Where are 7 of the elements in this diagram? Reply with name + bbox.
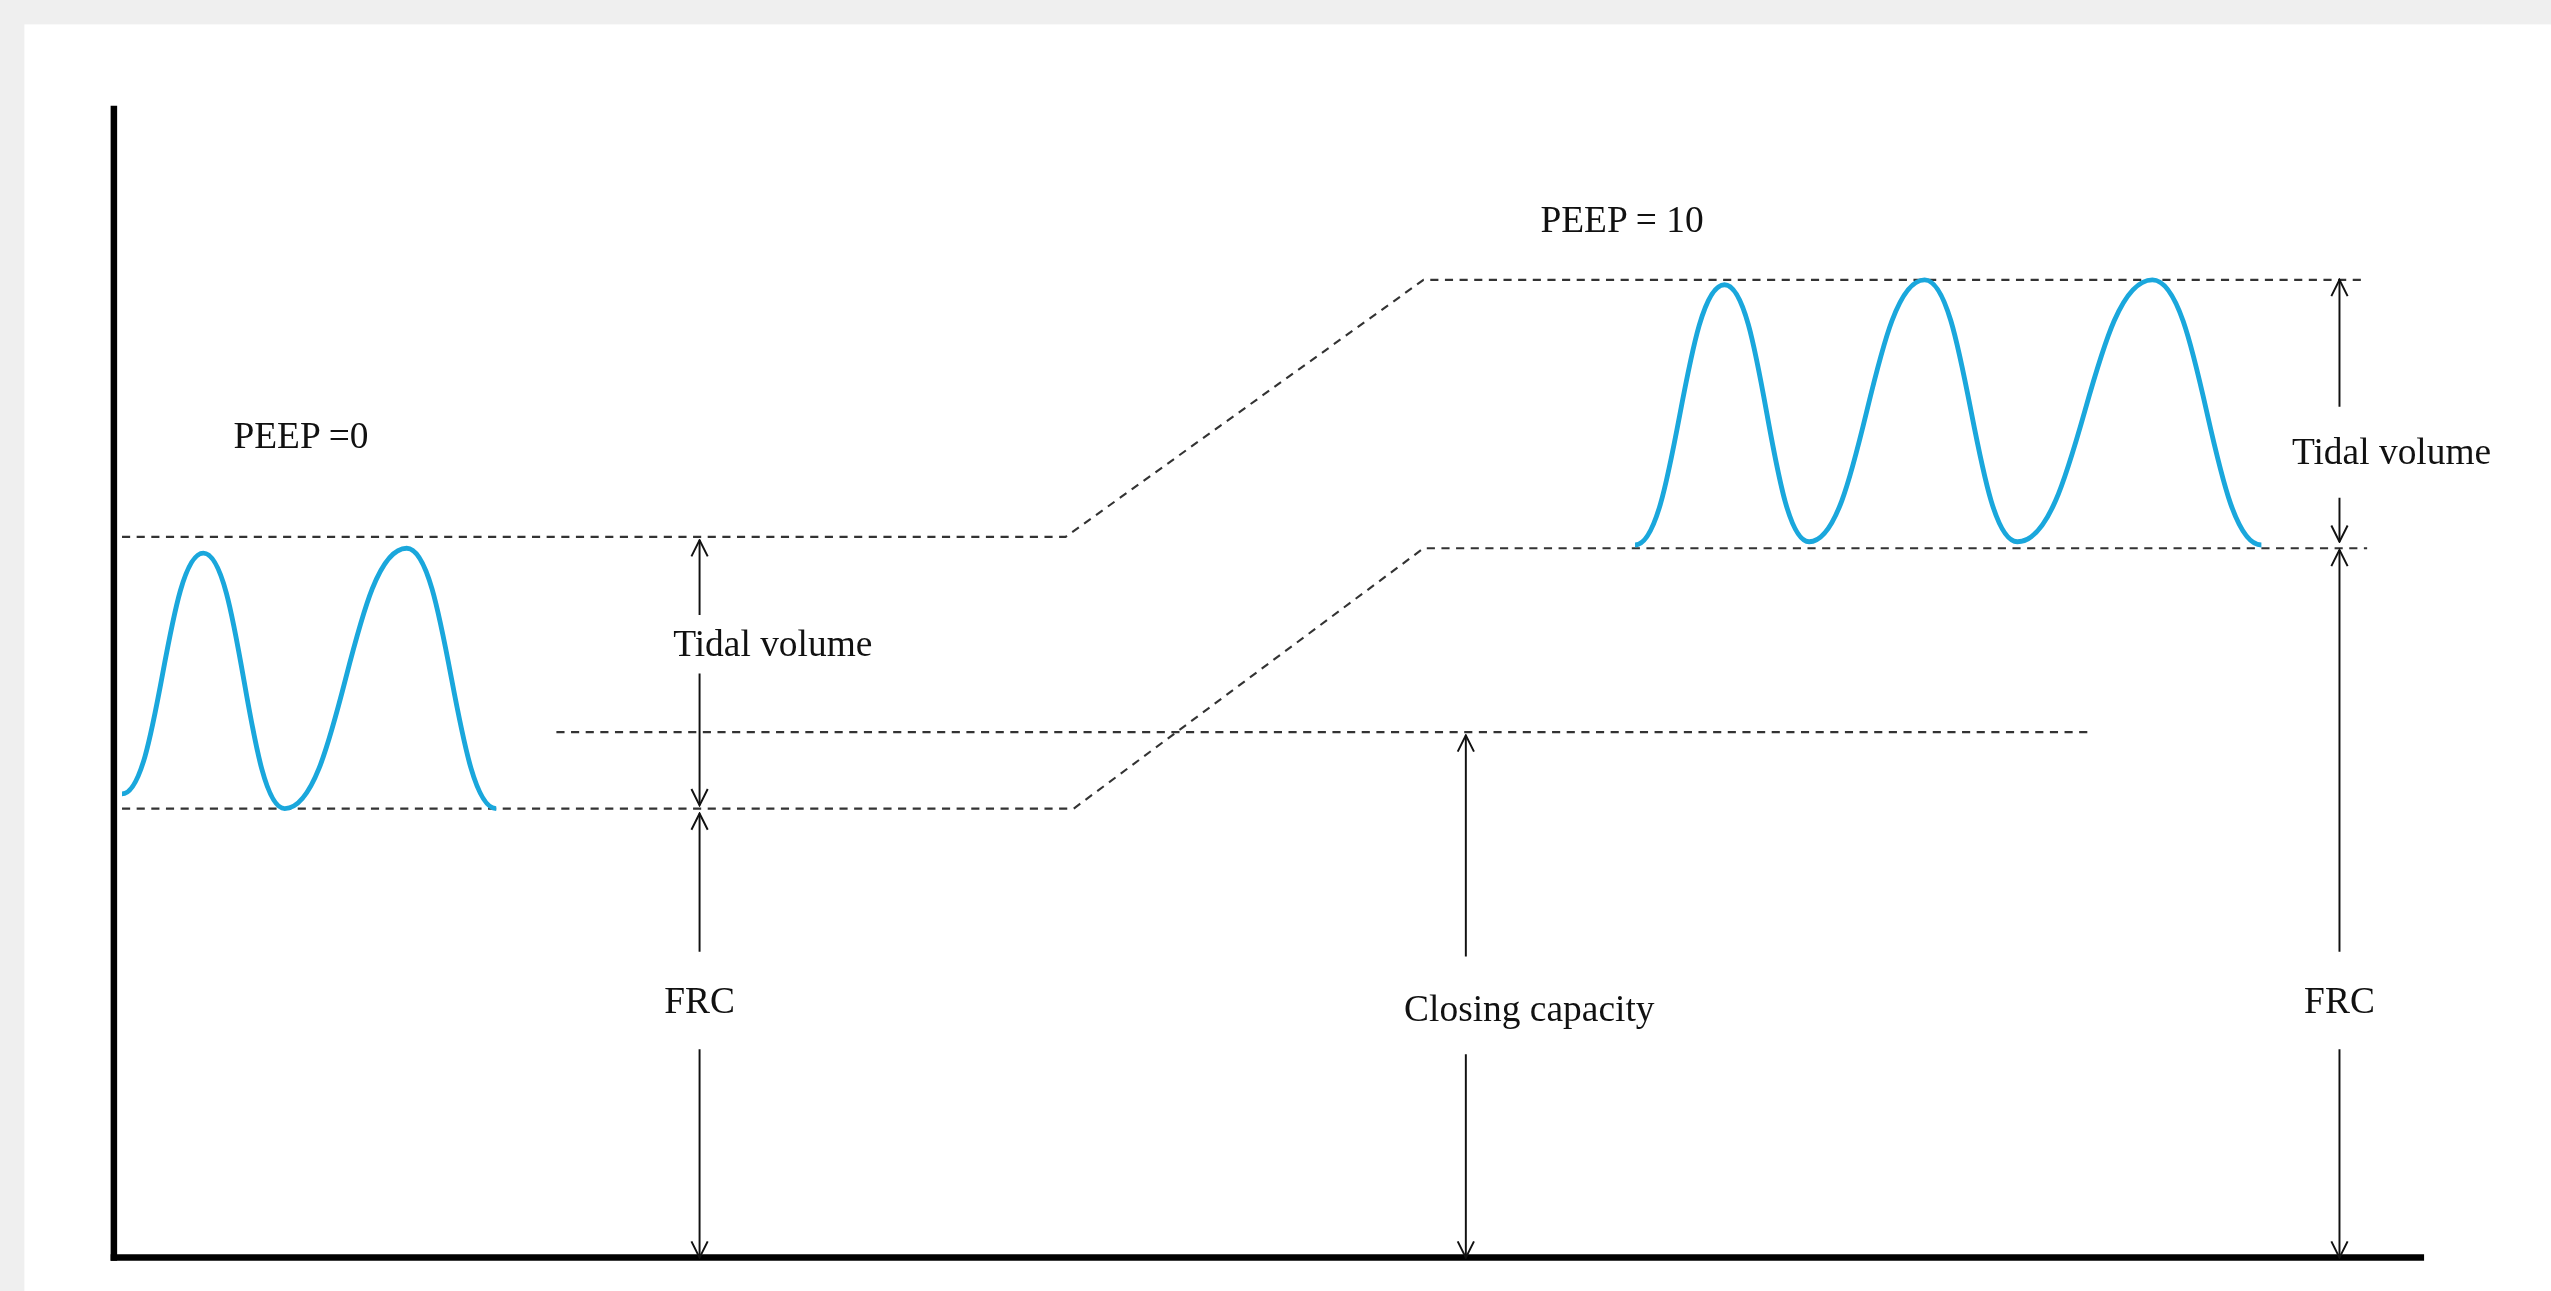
dimension-label: Tidal volume bbox=[2291, 431, 2492, 473]
dimension-label: FRC bbox=[664, 979, 735, 1022]
dimension-label: Tidal volume bbox=[673, 623, 873, 665]
dimension-label: Closing capacity bbox=[1404, 988, 1655, 1030]
dimension-label: FRC bbox=[2304, 979, 2375, 1022]
peep-label: PEEP =0 bbox=[233, 415, 369, 457]
peep-label: PEEP = 10 bbox=[1540, 199, 1704, 241]
